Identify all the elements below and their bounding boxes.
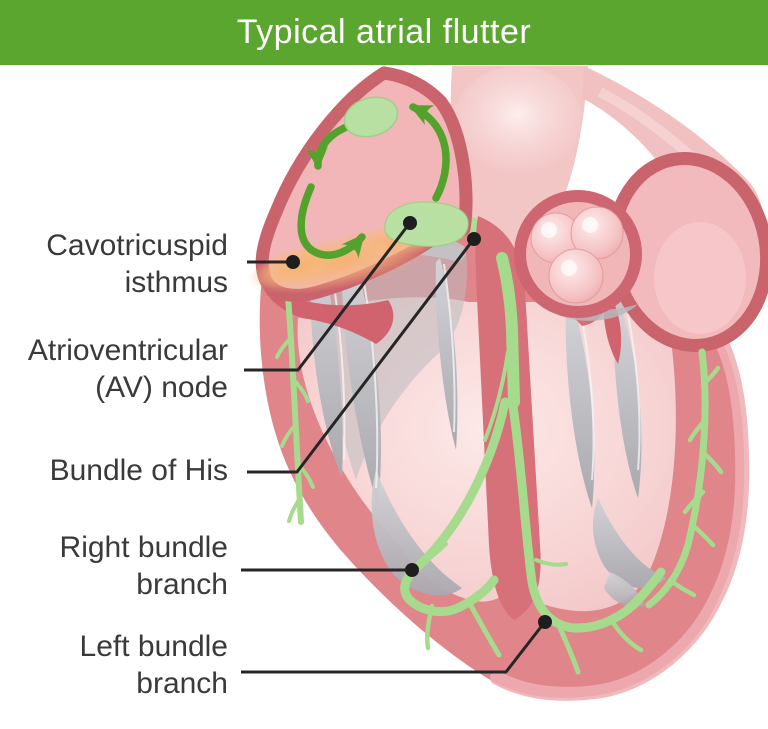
septal-bundle xyxy=(496,252,520,408)
av-node-shape xyxy=(384,201,469,247)
flutter-circuit-arrow xyxy=(305,122,353,170)
annotation-dots xyxy=(286,216,552,629)
leader-lines xyxy=(241,223,546,674)
label-line: branch xyxy=(136,568,228,601)
label-line: Cavotricuspid xyxy=(46,229,228,262)
annotation-dot xyxy=(403,216,417,230)
label-left-bundle-branch: Left bundle branch xyxy=(80,628,228,702)
label-line: Left bundle xyxy=(79,630,228,663)
label-line: Right bundle xyxy=(59,531,228,564)
label-cavotricuspid-isthmus: Cavotricuspid isthmus xyxy=(46,227,228,301)
annotation-dot xyxy=(405,563,419,577)
annotation-dot xyxy=(538,615,552,629)
label-line: isthmus xyxy=(124,266,228,299)
flutter-circuit-arrow xyxy=(409,103,450,202)
annotation-dot xyxy=(467,232,481,246)
aortic-valve xyxy=(514,190,642,321)
left-bundle-branch-path xyxy=(508,401,666,675)
leader-left-bundle xyxy=(241,622,546,674)
header-banner: Typical atrial flutter xyxy=(0,0,768,65)
label-line: Bundle of His xyxy=(49,454,228,487)
label-av-node: Atrioventricular (AV) node xyxy=(28,332,228,406)
flutter-circuit-arrow xyxy=(297,183,366,259)
leader-bundle-of-his xyxy=(247,239,475,474)
label-line: branch xyxy=(136,667,228,700)
lv-wall-purkinje-fibers xyxy=(645,348,724,609)
page-title: Typical atrial flutter xyxy=(236,13,532,51)
label-bundle-of-his: Bundle of His xyxy=(50,452,228,489)
rv-wall-purkinje-fibers xyxy=(275,293,315,525)
conduction-system xyxy=(275,252,666,675)
sinus-node-region xyxy=(343,96,399,138)
right-bundle-branch-path xyxy=(400,397,510,658)
annotation-dot xyxy=(286,255,300,269)
label-right-bundle-branch: Right bundle branch xyxy=(60,529,228,603)
flutter-circuit xyxy=(297,103,450,259)
label-line: (AV) node xyxy=(95,371,228,404)
label-line: Atrioventricular xyxy=(27,334,228,367)
leader-av-node xyxy=(244,223,411,372)
